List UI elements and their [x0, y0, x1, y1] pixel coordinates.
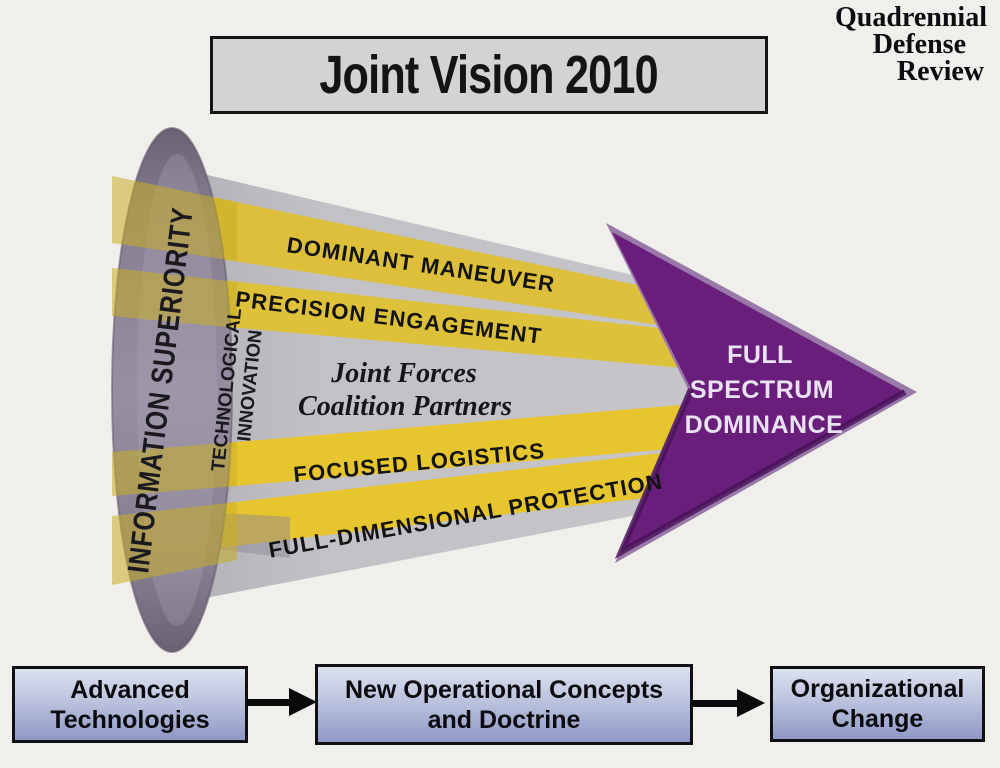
flow-box-line: Organizational: [790, 675, 965, 703]
flow-box-line: Technologies: [50, 705, 210, 734]
flow-box-line: Advanced: [70, 675, 190, 704]
flow-arrow-shaft: [691, 700, 738, 707]
quadrennial-defense-review-caption: Quadrennial Defense Review: [835, 2, 987, 87]
full-spectrum-line: FULL: [727, 341, 793, 369]
flow-box-new-operational-concepts: New Operational Concepts and Doctrine: [315, 664, 693, 745]
flow-box-line: Change: [831, 705, 924, 733]
joint-forces-label: Joint Forces: [330, 358, 477, 389]
disk-beam-tint: [112, 268, 237, 328]
arrowhead-dark-edge: [614, 387, 907, 559]
page-title: Joint Vision 2010: [319, 45, 659, 105]
flow-arrow-head-icon: [737, 689, 765, 717]
caption-line: Review: [896, 56, 984, 87]
band-focused-logistics-shape: [140, 403, 705, 494]
caption-line: Quadrennial: [835, 2, 987, 33]
flow-arrow-shaft: [246, 699, 291, 706]
band-full-dimensional-protection-shape: [140, 448, 705, 557]
disk-beam-tint: [112, 502, 237, 585]
full-spectrum-arrowhead: [612, 232, 905, 552]
band-precision-engagement-shape: [140, 271, 705, 370]
disk-beam-tint: [112, 442, 237, 496]
band-dominant-maneuver-shape: [140, 182, 705, 332]
flow-box-advanced-technologies: Advanced Technologies: [12, 666, 248, 743]
coalition-partners-label: Coalition Partners: [298, 391, 512, 422]
full-spectrum-line: SPECTRUM: [690, 376, 834, 404]
flow-box-line: New Operational Concepts: [344, 675, 664, 704]
caption-line: Defense: [872, 29, 966, 60]
flow-box-line: and Doctrine: [427, 705, 581, 734]
disk-beam-tint: [112, 176, 237, 261]
title-banner: Joint Vision 2010: [210, 36, 768, 114]
full-spectrum-line: DOMINANCE: [685, 411, 844, 439]
flow-box-organizational-change: Organizational Change: [770, 666, 985, 742]
flow-arrow-head-icon: [289, 688, 317, 716]
